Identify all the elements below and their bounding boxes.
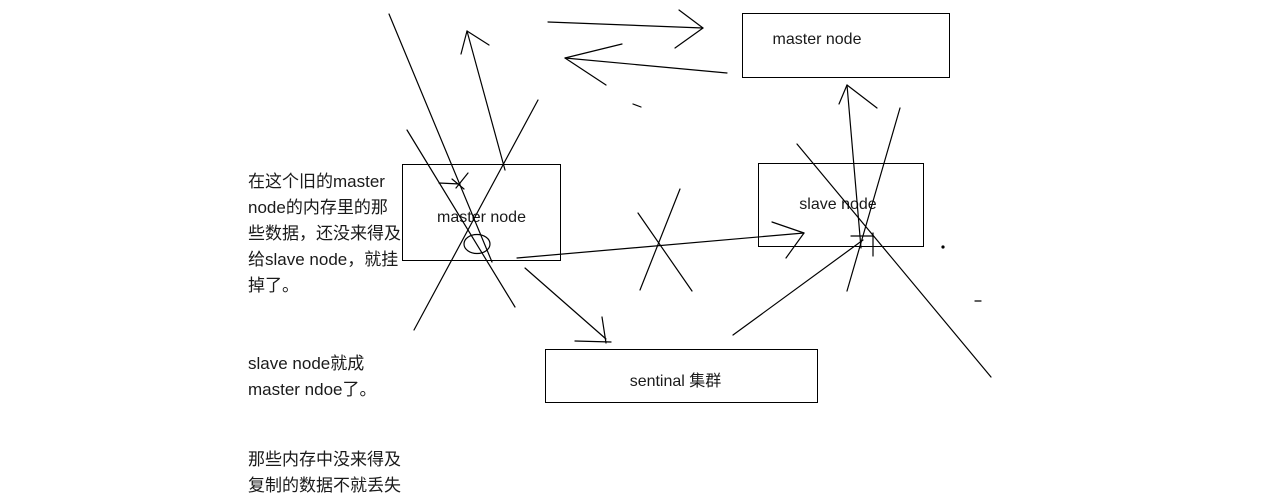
ink-stroke <box>460 30 468 55</box>
node-box-slave[interactable]: slave node <box>758 163 924 247</box>
ink-stroke <box>639 188 681 291</box>
node-label-sentinel-cluster: sentinal 集群 <box>629 373 722 390</box>
annotation-paragraph-2: slave node就成 master ndoe了。 <box>248 354 377 399</box>
ink-stroke <box>547 21 704 29</box>
ink-stroke <box>674 27 704 49</box>
ink-stroke <box>466 30 506 171</box>
ink-stroke <box>564 57 728 74</box>
ink-stroke <box>846 84 878 109</box>
annotation-paragraph-3: 那些内存中没来得及 复制的数据不就丢失 了吗 <box>248 450 401 495</box>
ink-stroke <box>574 340 612 343</box>
ink-stroke <box>466 30 490 46</box>
ink-stroke <box>838 84 848 105</box>
node-box-master-top[interactable]: master node <box>742 13 950 78</box>
ink-stroke <box>637 212 693 292</box>
ink-stroke <box>524 267 607 340</box>
ink-stroke <box>564 57 607 86</box>
ink-stroke <box>632 103 642 108</box>
node-box-sentinel-cluster[interactable]: sentinal 集群 <box>545 349 818 403</box>
annotation-paragraph-1: 在这个旧的master node的内存里的那 些数据，还没来得及 给slave … <box>248 172 401 295</box>
node-label-slave: slave node <box>799 196 877 213</box>
ink-stroke <box>732 239 864 336</box>
annotation-text: 在这个旧的master node的内存里的那 些数据，还没来得及 给slave … <box>248 143 423 500</box>
arrow-old-master-to-sentinel <box>524 267 612 344</box>
ink-stroke <box>678 9 704 29</box>
ink-stroke <box>564 43 623 59</box>
node-label-master-top: master node <box>772 30 862 48</box>
node-box-old-master[interactable]: master node <box>402 164 561 261</box>
arrow-left-from-master-top <box>564 43 728 86</box>
small-dash-mark-top <box>632 103 642 108</box>
x-mark-on-replication-arrow <box>637 188 693 292</box>
line-sentinel-to-slave <box>732 239 864 336</box>
ink-stroke <box>601 316 607 344</box>
arrow-right-to-master-top <box>547 9 704 49</box>
node-label-old-master: master node <box>437 208 526 226</box>
dot-mark-right-of-slave <box>941 245 945 249</box>
arrow-up-from-old-master <box>460 30 506 171</box>
